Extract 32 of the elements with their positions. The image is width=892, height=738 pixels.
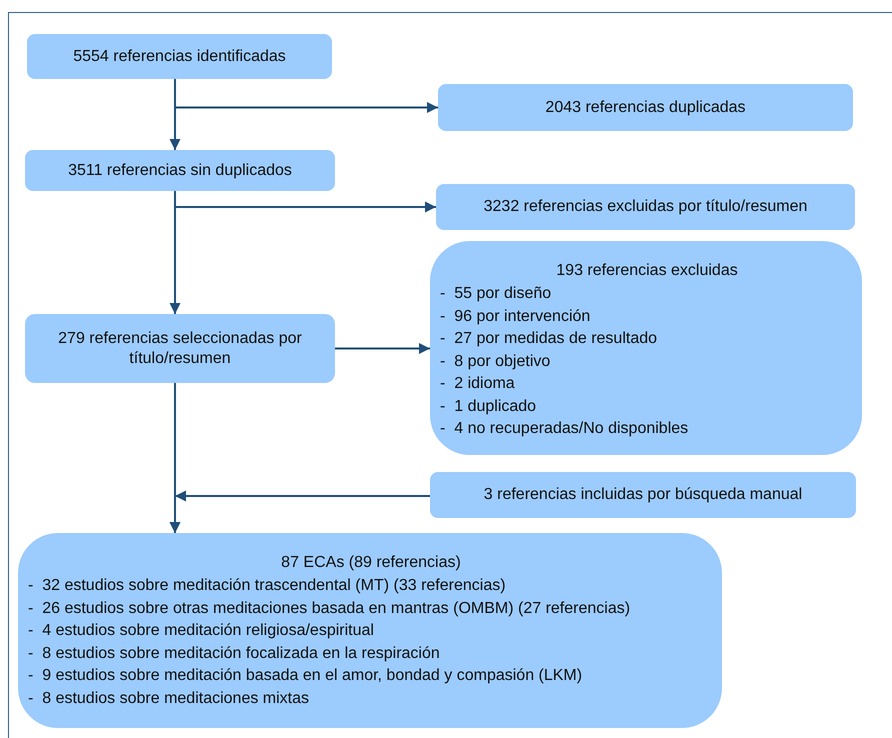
arrow [174, 191, 436, 212]
process-box [430, 472, 856, 518]
list-item: - 8 por objetivo [440, 352, 552, 372]
arrow [335, 343, 430, 354]
box-heading: 3511 referencias sin duplicados [67, 160, 293, 180]
box-heading: 3 referencias incluidas por búsqueda manual [482, 485, 804, 505]
list-item: - 4 no recuperadas/No disponibles [440, 419, 690, 439]
list-item: - 26 estudios sobre otras meditaciones basada en mantras (OMBM) (27 referencias) [28, 598, 632, 618]
process-box [25, 314, 335, 383]
process-box [25, 150, 335, 191]
box-heading: 279 referencias seleccionadas por título/resumen [57, 328, 303, 368]
process-box [438, 84, 853, 131]
process-box [436, 184, 855, 230]
box-heading: 5554 referencias identificadas [72, 46, 287, 66]
process-box [27, 34, 332, 79]
box-heading: 193 referencias excluidas [555, 261, 739, 281]
list-item: - 32 estudios sobre meditación trascendental (MT) (33 referencias) [28, 576, 507, 596]
list-item: - 4 estudios sobre meditación religiosa/espiritual [28, 621, 375, 641]
list-item: - 8 estudios sobre meditación focalizada en la respiración [28, 644, 441, 664]
arrow [174, 79, 438, 113]
list-item: - 55 por diseño [440, 284, 552, 304]
list-item: - 9 estudios sobre meditación basada en el amor, bondad y compasión (LKM) [28, 666, 584, 686]
list-item: - 8 estudios sobre meditaciones mixtas [28, 688, 310, 708]
box-heading: 87 ECAs (89 referencias) [280, 553, 462, 573]
list-item: - 1 duplicado [440, 396, 538, 416]
list-item: - 96 por intervención [440, 306, 592, 326]
rounded-list-box [430, 241, 862, 455]
list-item: - 27 por medidas de resultado [440, 329, 658, 349]
list-item: - 2 idioma [440, 374, 516, 394]
rounded-list-box [18, 533, 722, 728]
box-heading: 2043 referencias duplicadas [544, 98, 747, 118]
box-heading: 3232 referencias excluidas por título/resumen [482, 197, 808, 217]
